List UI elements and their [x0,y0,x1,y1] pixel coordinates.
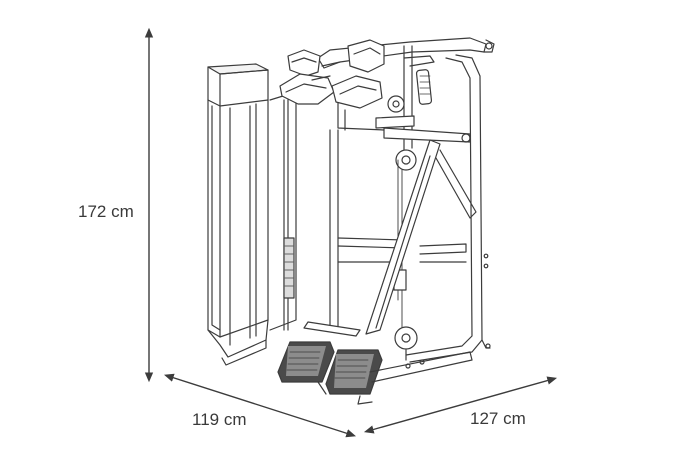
upper-pulley [395,149,417,171]
shoulder-pads [279,39,385,109]
foot-platforms [277,253,491,405]
depth-label: 127 cm [470,409,526,428]
lower-pulley [394,326,418,350]
width-dimension-line [164,373,356,438]
depth-dimension-line [363,376,558,434]
main-frame [317,37,495,363]
weight-stack-tower [207,63,297,366]
cable-column [375,45,471,361]
height-label: 172 cm [78,202,134,221]
width-label: 119 cm [192,410,247,429]
lever-arm [365,139,477,335]
